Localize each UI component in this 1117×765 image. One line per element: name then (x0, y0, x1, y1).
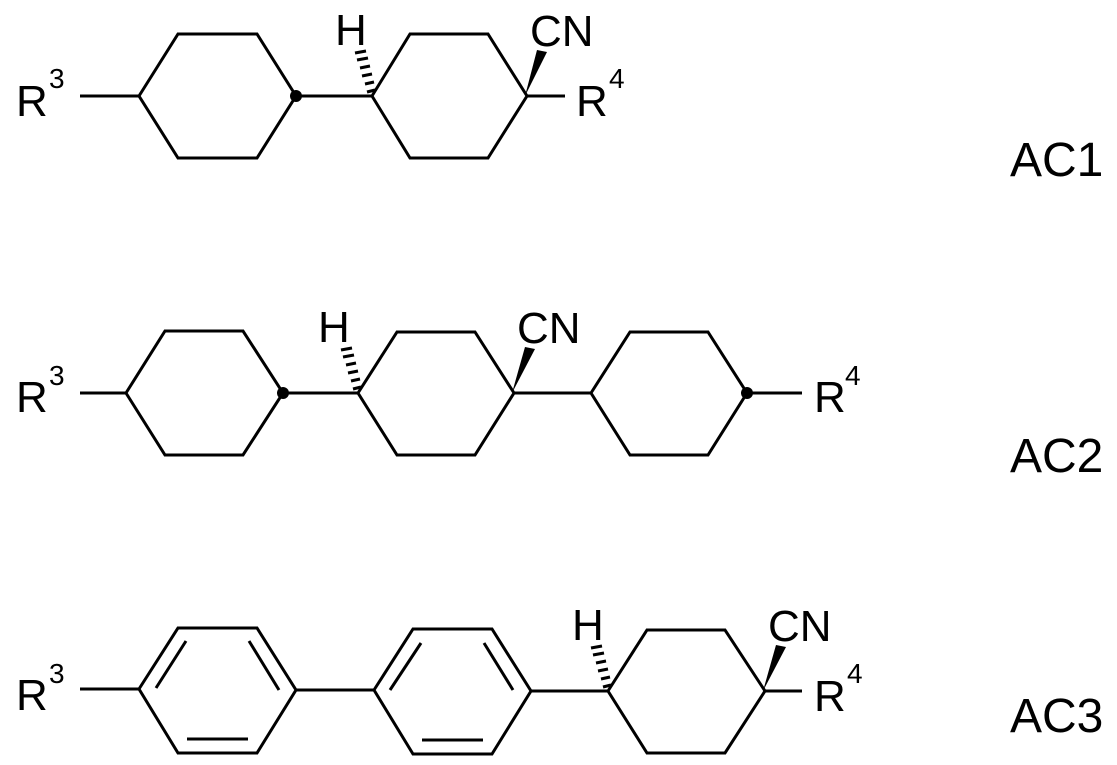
ac1-r3-symbol: R (16, 77, 48, 126)
ac2-cyclohexane-ring-2 (356, 330, 516, 457)
ac2-cyclohexane-ring-1 (124, 329, 285, 457)
ac1-hydrogen-label: H (335, 6, 367, 55)
ac3-hashed-bond (590, 644, 612, 689)
compound-ac1: R 3 H CN R 4 AC1 (16, 6, 1103, 187)
ac3-r3-superscript: 3 (49, 658, 65, 689)
ac2-wedge-bond (512, 347, 535, 393)
ac3-benzene-ring-1 (137, 626, 298, 755)
ac3-r4-superscript: 4 (847, 658, 863, 689)
ac2-hydrogen-label: H (318, 303, 350, 352)
compound-ac2: R 3 H CN R 4 AC2 (16, 303, 1103, 483)
ac3-nitrile-label: CN (768, 602, 832, 651)
ac3-wedge-bond (763, 645, 786, 691)
ac1-cyclohexane-ring-2 (370, 32, 529, 160)
ac1-r4-symbol: R (576, 77, 608, 126)
ac2-nitrile-label: CN (517, 304, 581, 353)
ac2-compound-label: AC2 (1010, 430, 1103, 483)
ac2-r3-symbol: R (16, 373, 48, 422)
ac2-r4-superscript: 4 (845, 360, 861, 391)
ac1-nitrile-label: CN (530, 7, 594, 56)
ac1-r3-superscript: 3 (49, 63, 65, 94)
ac2-r3-superscript: 3 (49, 360, 65, 391)
ac3-benzene-ring-2 (372, 627, 533, 756)
ac3-cyclohexane-ring (606, 628, 767, 755)
ac2-cyclohexane-ring-3 (589, 330, 749, 457)
ac1-wedge-bond (525, 50, 547, 96)
ac3-compound-label: AC3 (1010, 690, 1103, 743)
ac2-r4-symbol: R (814, 373, 846, 422)
ac1-r4-superscript: 4 (609, 63, 625, 94)
ac1-compound-label: AC1 (1010, 134, 1103, 187)
ac3-r3-symbol: R (16, 671, 48, 720)
ac1-cyclohexane-ring-1 (137, 32, 298, 160)
ac2-hashed-bond (340, 346, 362, 391)
ac3-r4-symbol: R (814, 672, 846, 721)
ac1-hashed-bond (354, 49, 376, 94)
ac3-hydrogen-label: H (572, 601, 604, 650)
compound-ac3: R 3 H CN R 4 (16, 601, 1103, 756)
